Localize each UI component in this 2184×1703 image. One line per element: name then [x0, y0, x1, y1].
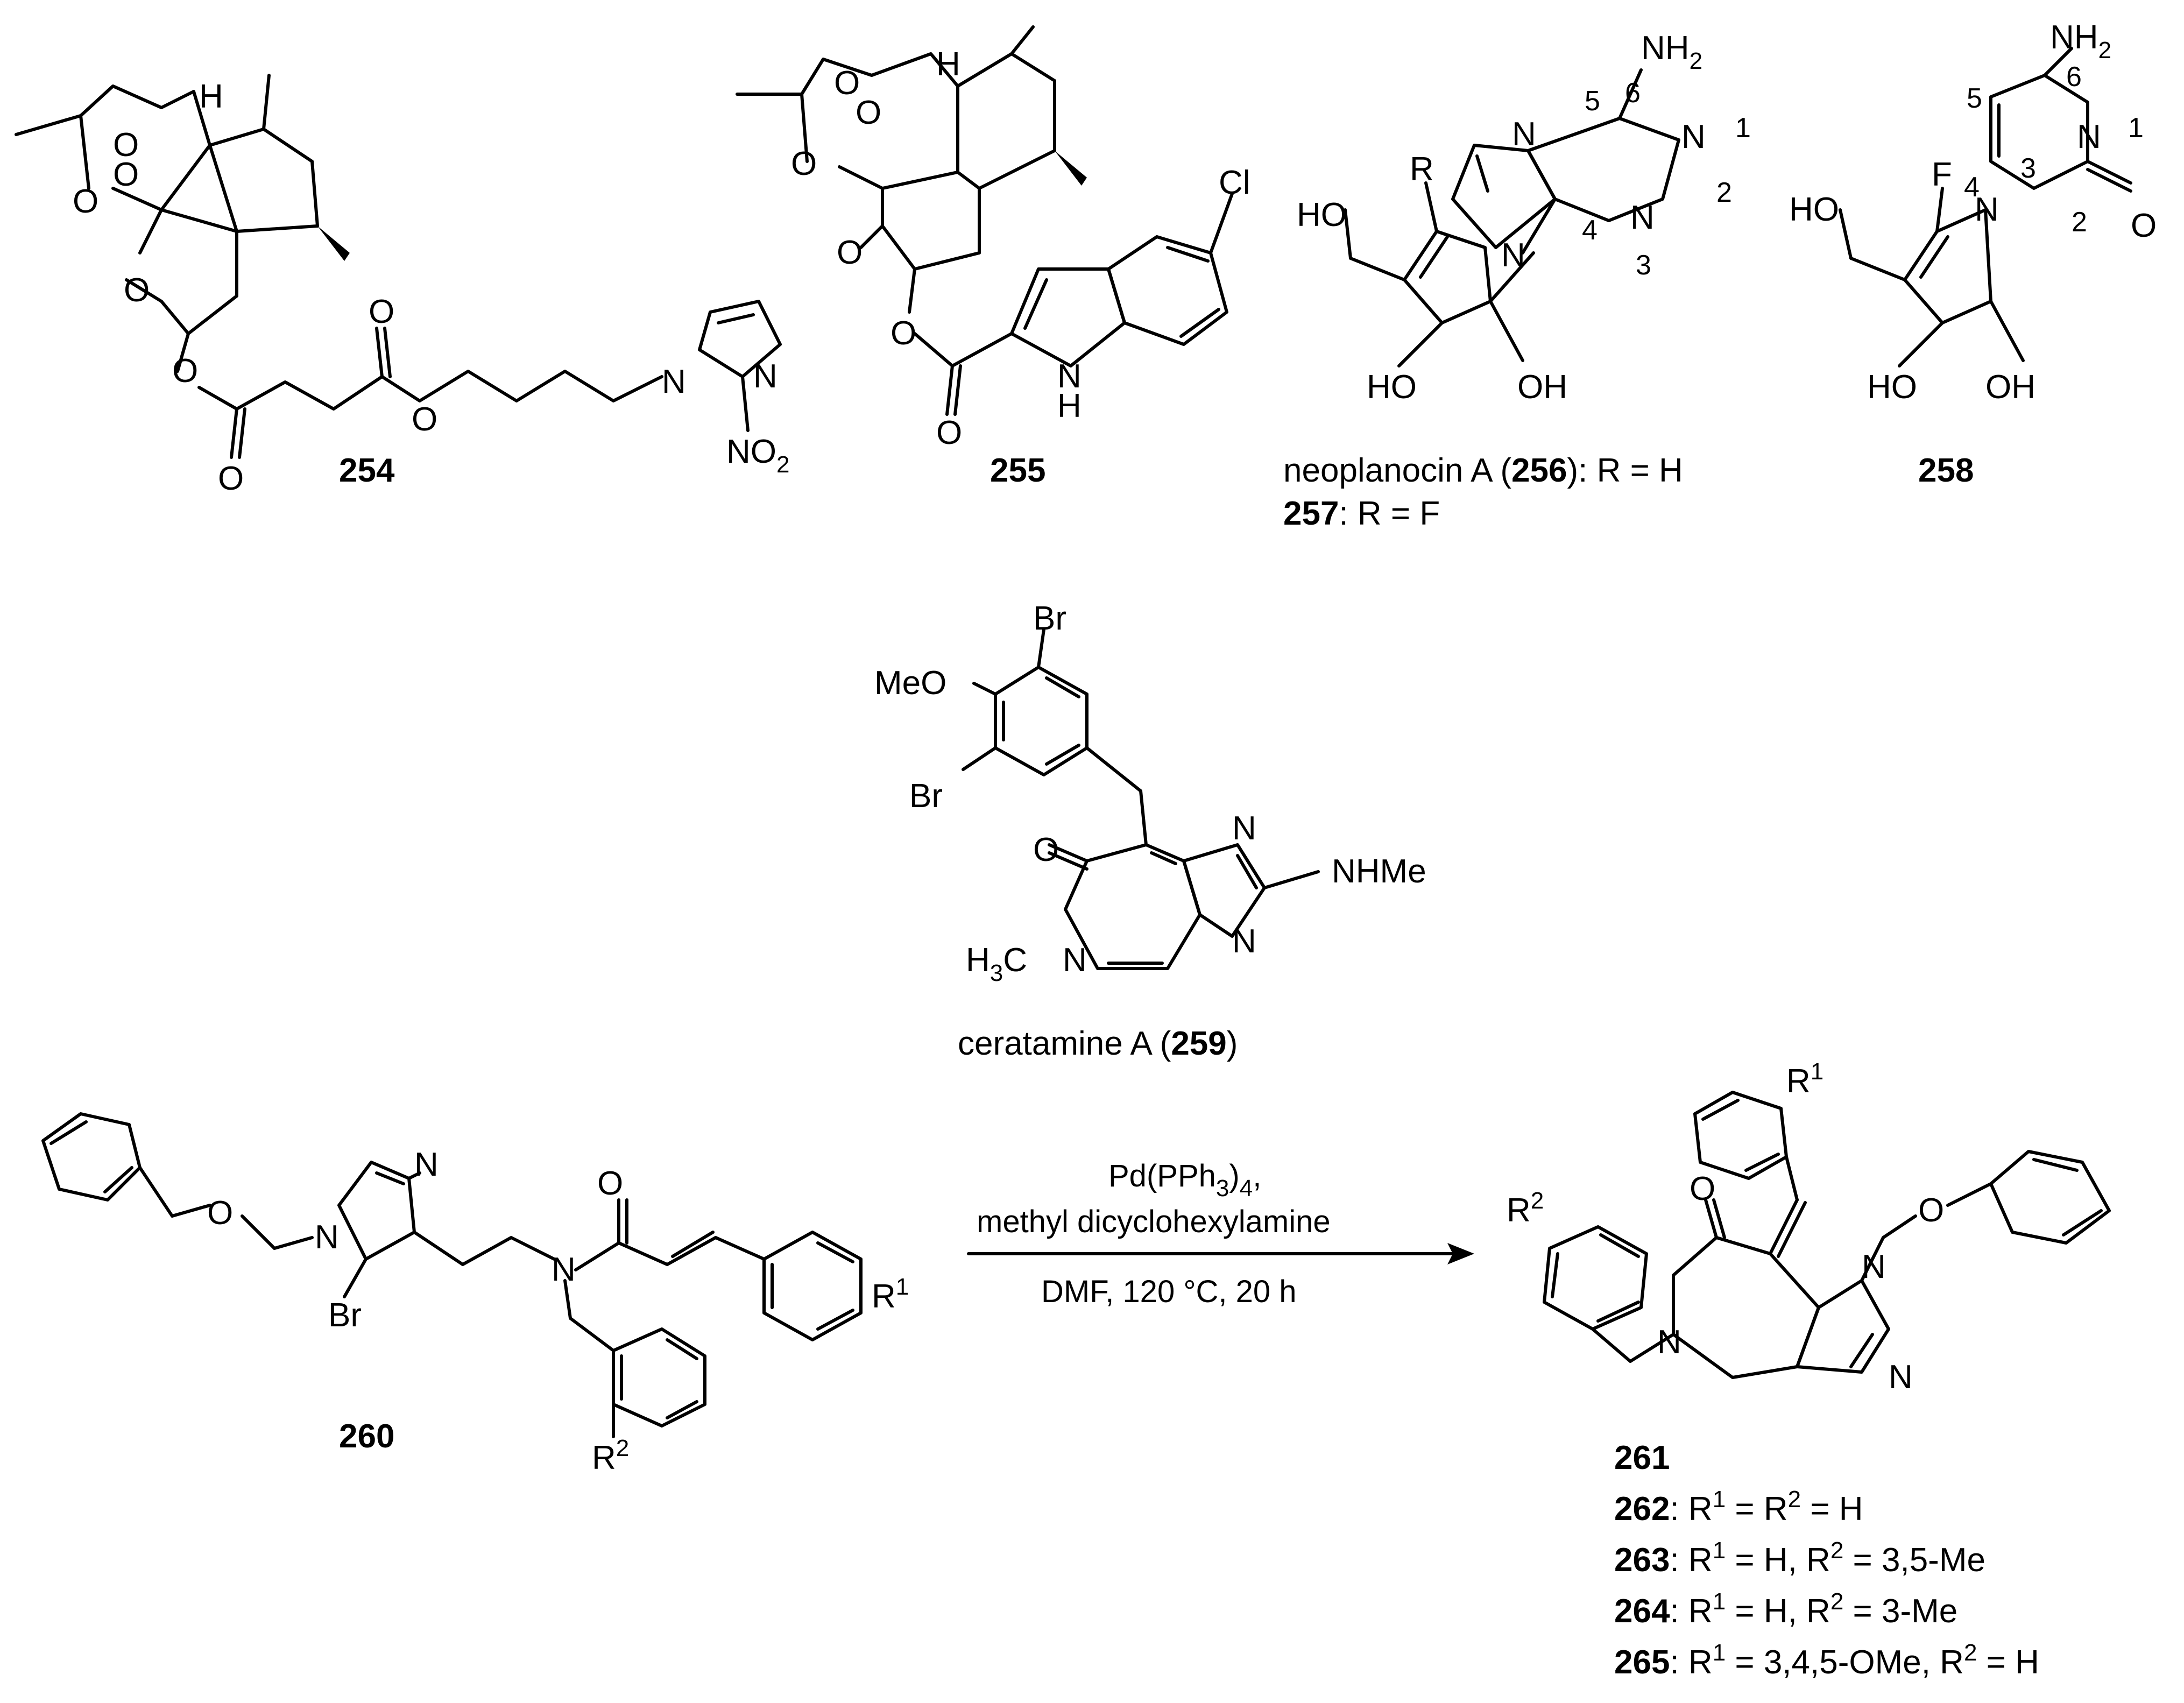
reaction-conditions: DMF, 120 °C, 20 h: [1041, 1274, 1297, 1309]
atom-o: O: [412, 401, 437, 438]
atom-o: O: [1690, 1170, 1715, 1207]
atom-n: N: [1657, 1324, 1681, 1361]
atom-n: N: [1057, 358, 1082, 395]
atom-n: N: [1501, 237, 1525, 274]
atom-o: O: [791, 145, 817, 182]
atom-o: O: [113, 126, 139, 164]
product-262-label: 262: R1 = R2 = H: [1614, 1486, 1863, 1528]
atom-n: N: [753, 358, 778, 395]
atom-br: Br: [328, 1297, 362, 1334]
atom-o: O: [113, 156, 139, 193]
compound-259-structure: Br Br MeO O N N NHMe H3C N: [874, 600, 1426, 986]
atom-o: O: [124, 272, 150, 309]
atom-n: N: [1889, 1359, 1913, 1396]
position-number: 1: [2128, 112, 2144, 144]
r1-substituent: R1: [872, 1274, 909, 1315]
atom-n: N: [1975, 191, 1999, 228]
nitro-group: NO2: [726, 433, 789, 478]
atom-n: N: [1630, 199, 1655, 236]
atom-o: O: [837, 234, 863, 271]
reagent-base: methyl dicyclohexylamine: [977, 1204, 1331, 1239]
atom-ho: HO: [1789, 191, 1839, 228]
atom-oh: OH: [1517, 369, 1567, 406]
atom-ho: HO: [1367, 369, 1417, 406]
atom-o: O: [890, 315, 916, 352]
position-number: 2: [2072, 207, 2087, 238]
compound-258-structure: NH2 N N O F HO HO OH 1 2 3 4 5 6: [1789, 19, 2157, 406]
atom-br: Br: [909, 778, 943, 815]
atom-n: N: [414, 1146, 439, 1183]
atom-r: R: [1410, 151, 1434, 188]
atom-o: O: [856, 94, 881, 131]
position-number: 5: [1585, 86, 1600, 117]
r1-substituent: R1: [1786, 1058, 1823, 1100]
atom-br: Br: [1033, 600, 1066, 637]
product-263-label: 263: R1 = H, R2 = 3,5-Me: [1614, 1537, 1985, 1579]
atom-h: H: [1057, 387, 1082, 425]
n-methyl-group: H3C: [966, 942, 1027, 986]
position-number: 4: [1964, 172, 1980, 203]
compound-255-structure: O O O O O O H Cl N H: [736, 25, 1250, 451]
position-number: 1: [1735, 112, 1751, 144]
atom-n: N: [662, 363, 686, 400]
product-265-label: 265: R1 = 3,4,5-OMe, R2 = H: [1614, 1640, 2039, 1681]
atom-o: O: [597, 1165, 623, 1202]
position-number: 3: [2020, 153, 2036, 184]
position-number: 6: [1625, 77, 1641, 109]
position-number: 2: [1716, 177, 1732, 208]
amino-group: NH2: [1641, 30, 1702, 74]
atom-ho: HO: [1297, 196, 1347, 234]
atom-o: O: [936, 414, 962, 451]
atom-o: O: [1033, 831, 1059, 868]
compound-257-label: 257: R = F: [1283, 495, 1440, 532]
atom-n: N: [1862, 1248, 1886, 1285]
atom-o: O: [172, 352, 198, 390]
compound-256-structure: NH2 N N N N R HO HO OH 1 2 3 4 5 6: [1297, 30, 1751, 406]
atom-n: N: [1512, 116, 1536, 153]
r2-substituent: R2: [1507, 1188, 1544, 1229]
compound-number-258: 258: [1918, 452, 1974, 489]
atom-o: O: [1918, 1192, 1944, 1229]
atom-n: N: [1681, 118, 1706, 156]
compound-256-label: neoplanocin A (256): R = H: [1283, 452, 1683, 489]
atom-o: O: [207, 1195, 233, 1232]
r2-substituent: R2: [592, 1435, 629, 1476]
atom-ho: HO: [1867, 369, 1917, 406]
methylamino-group: NHMe: [1332, 853, 1426, 890]
reaction-arrow: [967, 1243, 1474, 1264]
atom-n: N: [1232, 810, 1256, 847]
compound-261-structure: R1 R2 O N N N O: [1507, 1058, 2111, 1396]
methoxy-group: MeO: [874, 665, 946, 702]
amino-group: NH2: [2050, 19, 2111, 63]
compound-254-structure: O O O O O O O O H N N NO2: [15, 74, 789, 497]
product-264-label: 264: R1 = H, R2 = 3-Me: [1614, 1588, 1957, 1630]
position-number: 4: [1582, 215, 1598, 246]
atom-h: H: [936, 46, 960, 83]
compound-number-261: 261: [1614, 1439, 1670, 1476]
atom-n: N: [1063, 942, 1087, 979]
reagent-catalyst: Pd(PPh3)4,: [1108, 1158, 1261, 1202]
compound-number-255: 255: [990, 452, 1045, 489]
position-number: 6: [2066, 61, 2082, 93]
position-number: 3: [1636, 250, 1651, 281]
compound-259-label: ceratamine A (259): [958, 1025, 1238, 1062]
atom-n: N: [2077, 118, 2101, 156]
compound-260-structure: O N N Br N O R1 R2: [41, 1112, 909, 1476]
atom-cl: Cl: [1219, 164, 1250, 201]
atom-o: O: [369, 293, 394, 330]
atom-o: O: [834, 65, 860, 102]
atom-n: N: [552, 1251, 576, 1288]
atom-o: O: [218, 460, 244, 497]
atom-n: N: [315, 1219, 339, 1256]
atom-oh: OH: [1985, 369, 2035, 406]
atom-f: F: [1932, 156, 1952, 193]
compound-number-260: 260: [339, 1418, 394, 1455]
compound-number-254: 254: [339, 452, 395, 489]
atom-h: H: [199, 78, 223, 115]
atom-n: N: [1232, 923, 1256, 960]
position-number: 5: [1967, 83, 1982, 114]
atom-o: O: [73, 183, 98, 220]
atom-o: O: [2131, 207, 2157, 244]
